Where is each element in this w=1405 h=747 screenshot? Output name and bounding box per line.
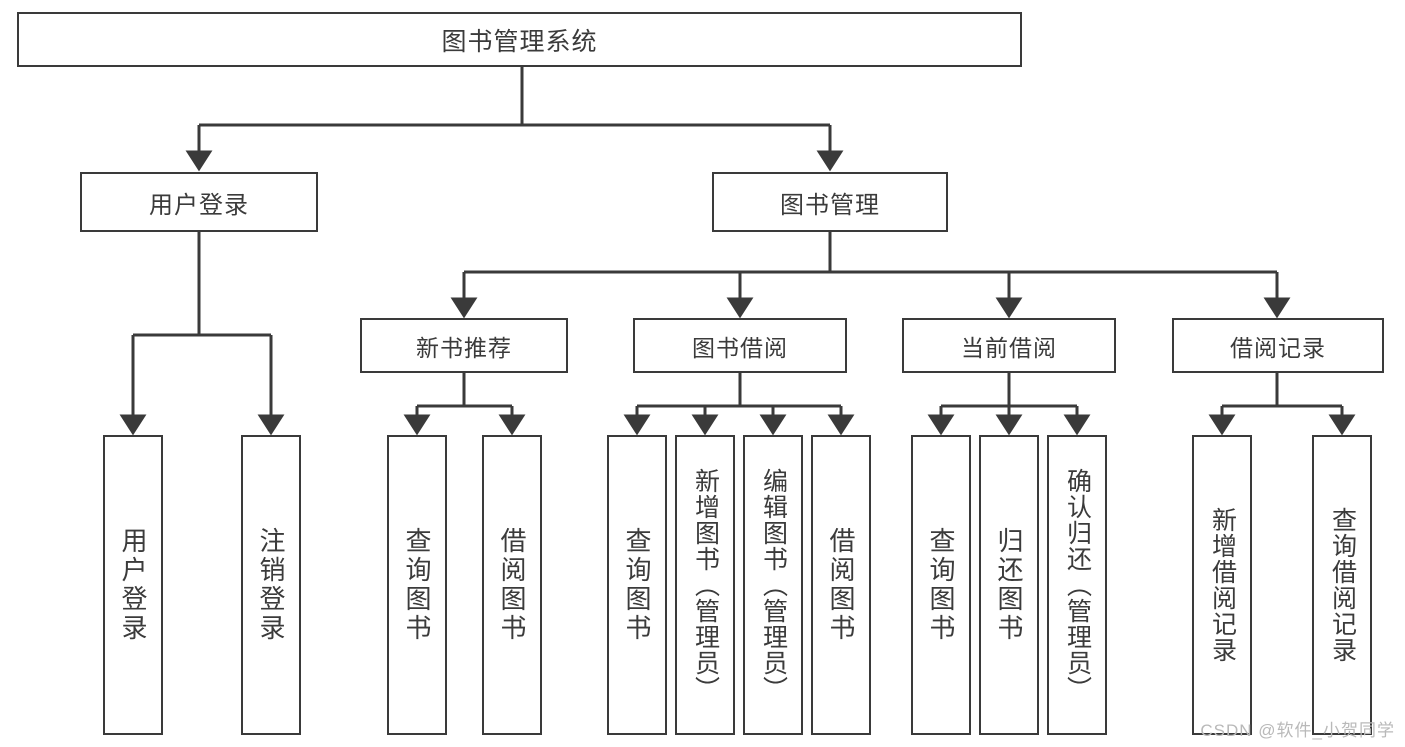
leaf-current-confirm-return-admin-label: 确认归还（管理员）	[1063, 468, 1092, 702]
leaf-current-query-book[interactable]: 查询图书	[911, 435, 971, 735]
leaf-record-query-record-label: 查询借阅记录	[1328, 507, 1357, 663]
leaf-logout-label: 注销登录	[256, 527, 287, 643]
node-book-borrow-label: 图书借阅	[692, 334, 788, 361]
leaf-user-login[interactable]: 用户登录	[103, 435, 163, 735]
leaf-current-return-book-label: 归还图书	[994, 527, 1025, 643]
node-root-label: 图书管理系统	[441, 27, 598, 56]
node-root[interactable]: 图书管理系统	[17, 12, 1022, 67]
node-user-login[interactable]: 用户登录	[80, 172, 318, 232]
leaf-logout[interactable]: 注销登录	[241, 435, 301, 735]
leaf-borrow-add-book-admin-label: 新增图书（管理员）	[691, 468, 720, 702]
csdn-watermark: CSDN @软件_小贺同学	[1200, 721, 1395, 740]
leaf-borrow-edit-book-admin[interactable]: 编辑图书（管理员）	[743, 435, 803, 735]
leaf-borrow-borrow-book-label: 借阅图书	[826, 527, 857, 643]
leaf-borrow-query-book-label: 查询图书	[622, 527, 653, 643]
leaf-record-add-record-label: 新增借阅记录	[1208, 507, 1237, 663]
leaf-current-return-book[interactable]: 归还图书	[979, 435, 1039, 735]
node-book-management-label: 图书管理	[780, 191, 880, 219]
leaf-borrow-edit-book-admin-label: 编辑图书（管理员）	[759, 468, 788, 702]
node-current-borrow-label: 当前借阅	[961, 334, 1057, 361]
leaf-record-query-record[interactable]: 查询借阅记录	[1312, 435, 1372, 735]
leaf-newbook-borrow-book[interactable]: 借阅图书	[482, 435, 542, 735]
node-current-borrow[interactable]: 当前借阅	[902, 318, 1116, 373]
node-borrow-record[interactable]: 借阅记录	[1172, 318, 1384, 373]
leaf-newbook-borrow-book-label: 借阅图书	[497, 527, 528, 643]
node-new-book-recommend[interactable]: 新书推荐	[360, 318, 568, 373]
node-user-login-label: 用户登录	[149, 191, 249, 219]
leaf-current-query-book-label: 查询图书	[926, 527, 957, 643]
leaf-borrow-borrow-book[interactable]: 借阅图书	[811, 435, 871, 735]
leaf-borrow-query-book[interactable]: 查询图书	[607, 435, 667, 735]
node-book-borrow[interactable]: 图书借阅	[633, 318, 847, 373]
leaf-newbook-query-book-label: 查询图书	[402, 527, 433, 643]
node-book-management[interactable]: 图书管理	[712, 172, 948, 232]
node-borrow-record-label: 借阅记录	[1230, 334, 1326, 361]
leaf-current-confirm-return-admin[interactable]: 确认归还（管理员）	[1047, 435, 1107, 735]
node-new-book-recommend-label: 新书推荐	[416, 334, 512, 361]
leaf-borrow-add-book-admin[interactable]: 新增图书（管理员）	[675, 435, 735, 735]
leaf-record-add-record[interactable]: 新增借阅记录	[1192, 435, 1252, 735]
leaf-user-login-label: 用户登录	[118, 527, 149, 643]
leaf-newbook-query-book[interactable]: 查询图书	[387, 435, 447, 735]
